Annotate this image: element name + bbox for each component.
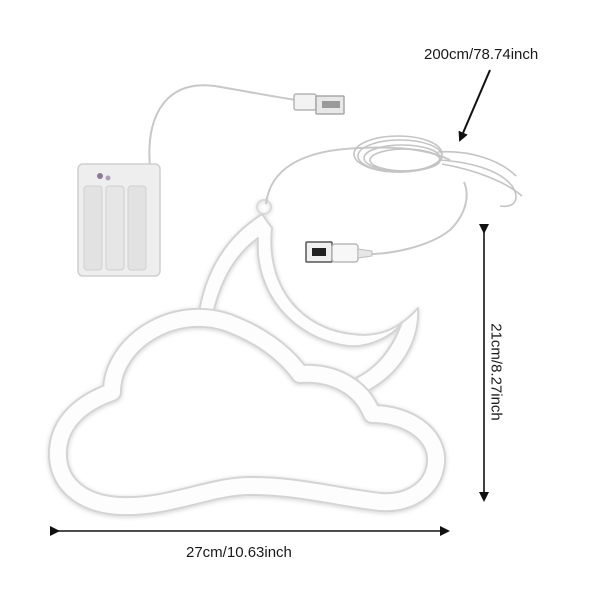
width-label: 27cm/10.63inch: [186, 544, 292, 561]
height-label: 21cm/8.27inch: [487, 323, 505, 421]
cable-length-label: 200cm/78.74inch: [424, 46, 539, 63]
usb-socket: [293, 93, 345, 115]
neon-cloud-moon-sign: [47, 199, 446, 517]
battery-box: [77, 163, 161, 277]
battery-cable: [148, 84, 297, 169]
plug-cable: [355, 181, 468, 256]
moon-shape: [197, 213, 420, 393]
usb-plug: [305, 241, 373, 263]
coiled-cable: [353, 135, 523, 208]
cable-length-arrow: [458, 69, 491, 142]
